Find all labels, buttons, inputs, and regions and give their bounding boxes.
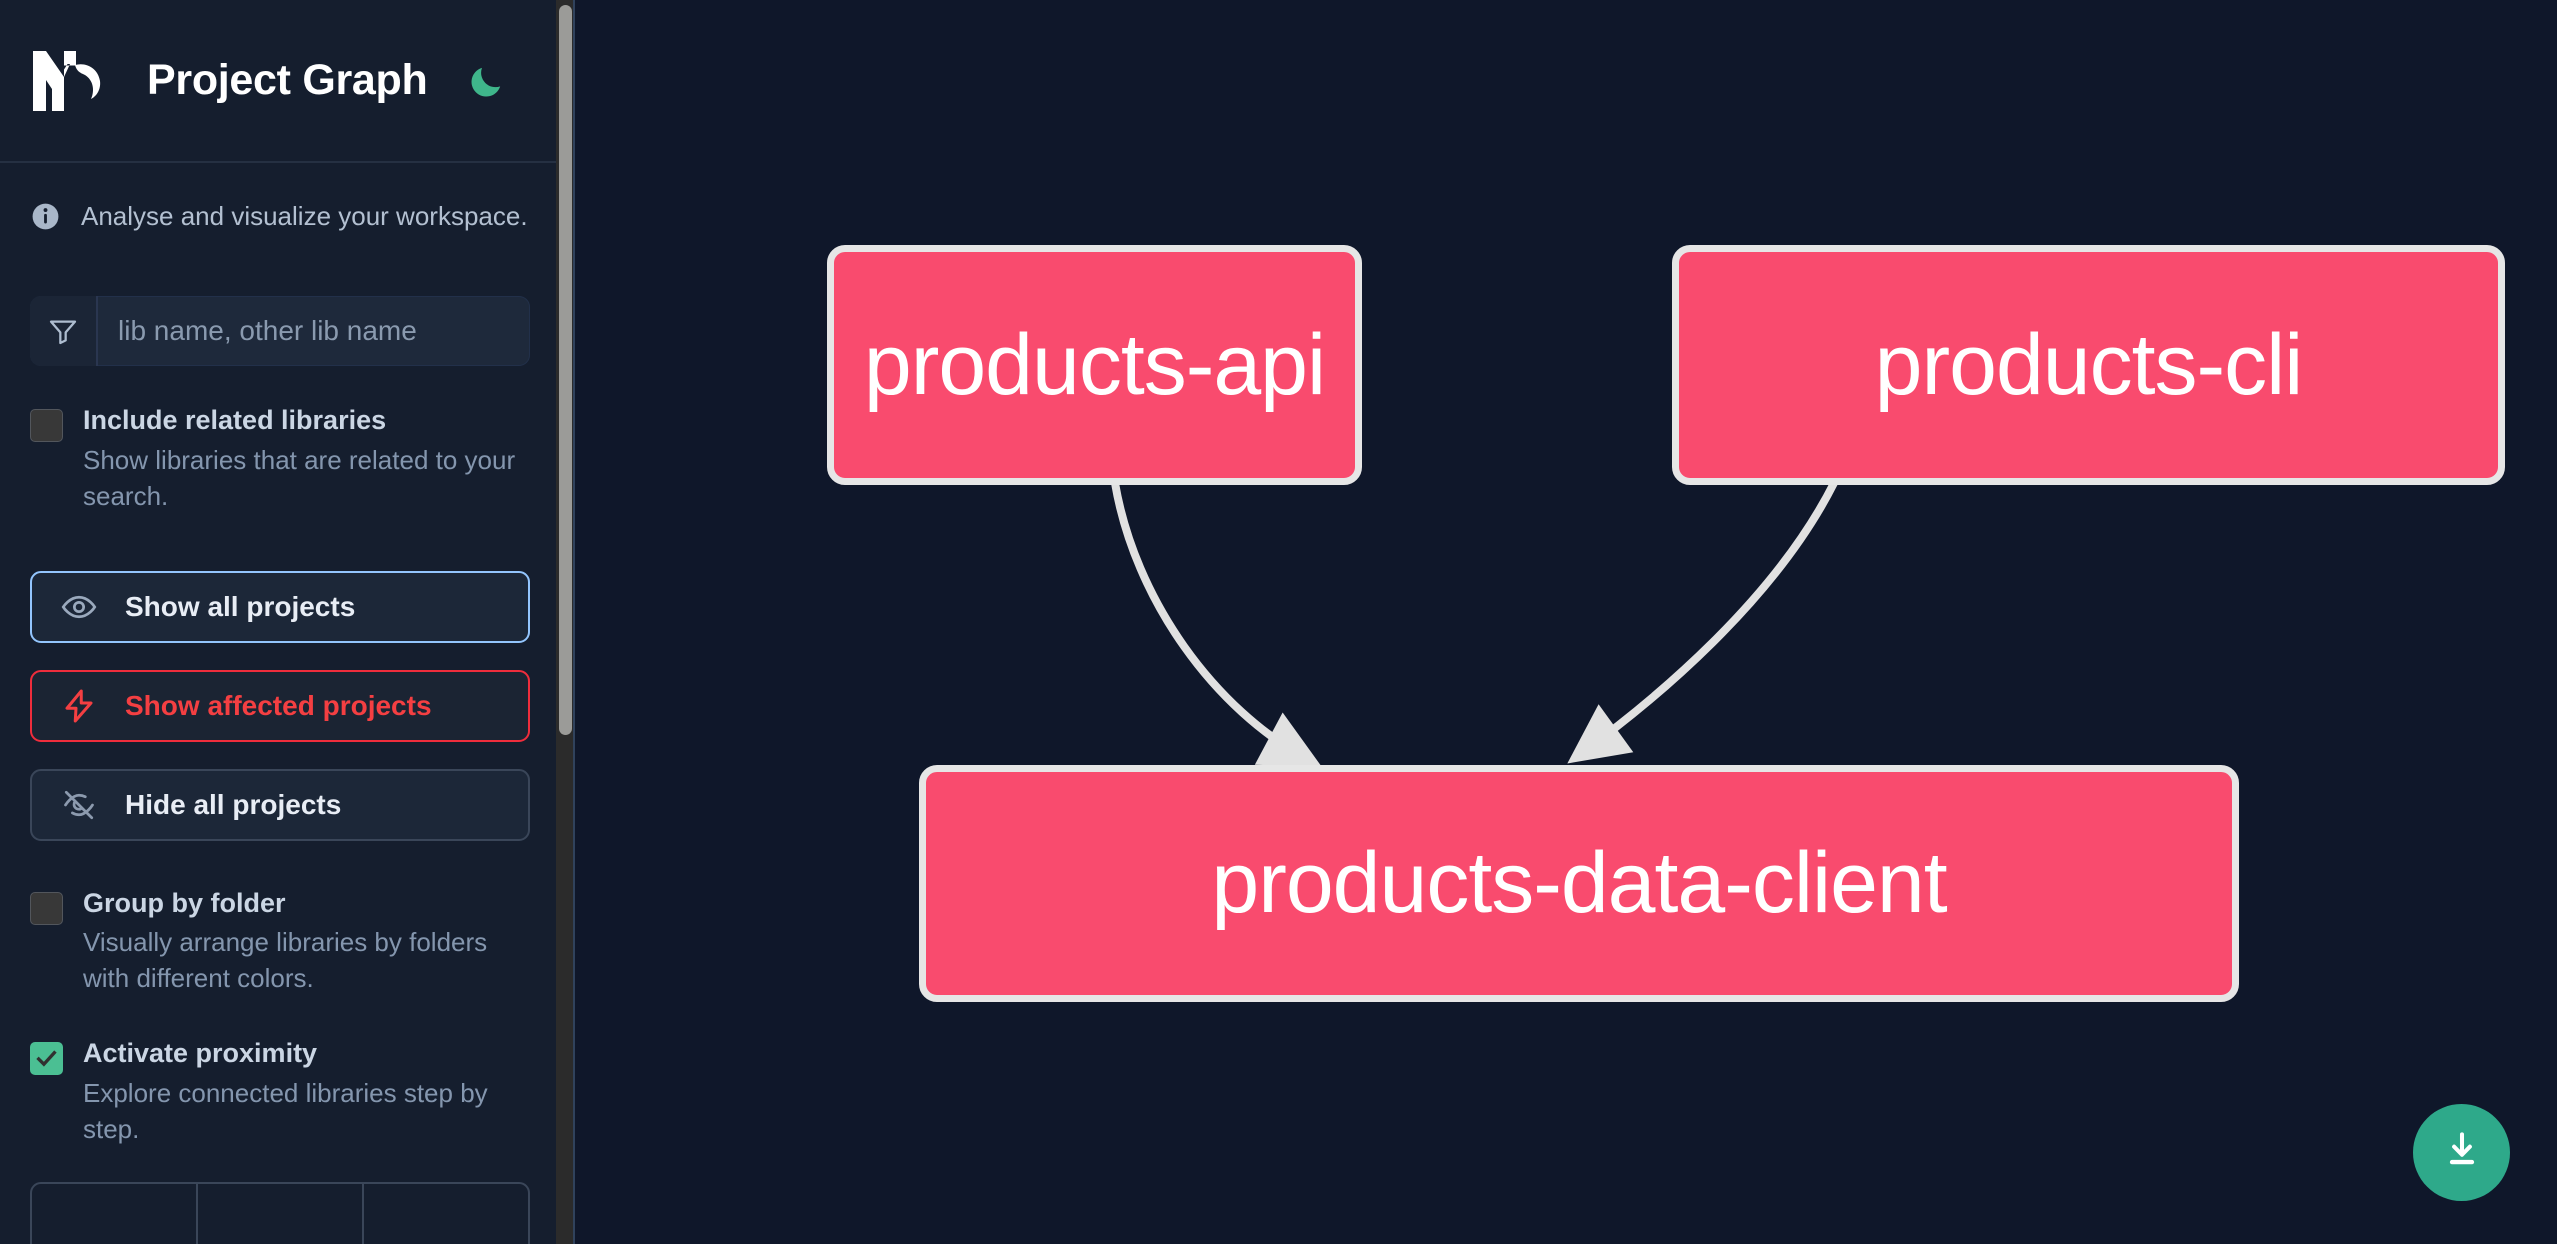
download-icon — [2440, 1128, 2484, 1177]
show-all-projects-button[interactable]: Show all projects — [30, 570, 530, 643]
graph-node-products-api[interactable]: products-api — [827, 245, 1362, 485]
tagline: Analyse and visualize your workspace. — [0, 195, 560, 237]
segment-option-1[interactable] — [32, 1183, 198, 1244]
tagline-text: Analyse and visualize your workspace. — [81, 200, 528, 231]
checkbox-label: Group by folder — [83, 887, 286, 918]
graph-node-label: products-data-client — [1211, 835, 1947, 931]
sidebar-divider — [573, 0, 575, 1244]
segment-option-2[interactable] — [198, 1183, 364, 1244]
checkbox-label: Include related libraries — [83, 405, 387, 435]
sidebar: Project Graph Analyse and visualize yo — [0, 0, 575, 1244]
checkbox-box-unchecked[interactable] — [30, 891, 63, 925]
checkbox-include-related-libraries[interactable]: Include related libraries Show libraries… — [0, 404, 560, 515]
sidebar-scrollbar-thumb[interactable] — [559, 5, 572, 735]
lightning-bolt-icon — [60, 687, 98, 725]
page-title: Project Graph — [147, 56, 428, 104]
graph-node-products-cli[interactable]: products-cli — [1672, 245, 2505, 485]
graph-canvas[interactable]: products-api products-cli products-data-… — [575, 0, 2557, 1244]
nx-logo-icon — [30, 49, 120, 113]
sidebar-header: Project Graph — [0, 0, 560, 163]
filter-field[interactable] — [30, 296, 530, 366]
checkbox-box-unchecked[interactable] — [30, 409, 63, 442]
sidebar-content: Project Graph Analyse and visualize yo — [0, 0, 560, 1244]
edge-products-api-to-products-data-client — [1111, 482, 1322, 767]
projects-button-group: Show all projects Show affected projects — [0, 570, 560, 841]
checkbox-description: Visually arrange libraries by folders wi… — [83, 927, 488, 994]
graph-node-label: products-cli — [1874, 316, 2304, 413]
search-input[interactable] — [98, 296, 530, 366]
checkbox-description: Explore connected libraries step by step… — [83, 1077, 488, 1144]
download-graph-button[interactable] — [2413, 1104, 2510, 1201]
graph-node-products-data-client[interactable]: products-data-client — [919, 765, 2239, 1002]
filter-funnel-icon — [30, 296, 98, 366]
checkbox-description: Show libraries that are related to your … — [83, 444, 516, 511]
checkbox-activate-proximity[interactable]: Activate proximity Explore connected lib… — [0, 1037, 560, 1148]
graph-edges — [1111, 481, 1838, 767]
hide-all-projects-label: Hide all projects — [125, 788, 342, 820]
proximity-segmented-control[interactable] — [30, 1181, 530, 1244]
show-all-projects-label: Show all projects — [125, 590, 356, 622]
hide-all-projects-button[interactable]: Hide all projects — [30, 768, 530, 841]
eye-off-icon — [60, 786, 98, 824]
eye-icon — [60, 588, 98, 626]
graph-node-label: products-api — [863, 316, 1326, 413]
edge-products-cli-to-products-data-client — [1567, 481, 1838, 764]
checkbox-box-checked[interactable] — [30, 1042, 63, 1075]
show-affected-projects-button[interactable]: Show affected projects — [30, 669, 530, 742]
segment-option-3[interactable] — [364, 1184, 528, 1244]
checkbox-label: Activate proximity — [83, 1038, 318, 1068]
checkbox-group-by-folder[interactable]: Group by folder Visually arrange librari… — [0, 887, 560, 998]
info-icon — [30, 201, 61, 232]
show-affected-projects-label: Show affected projects — [125, 689, 432, 721]
moon-icon[interactable] — [463, 58, 509, 104]
